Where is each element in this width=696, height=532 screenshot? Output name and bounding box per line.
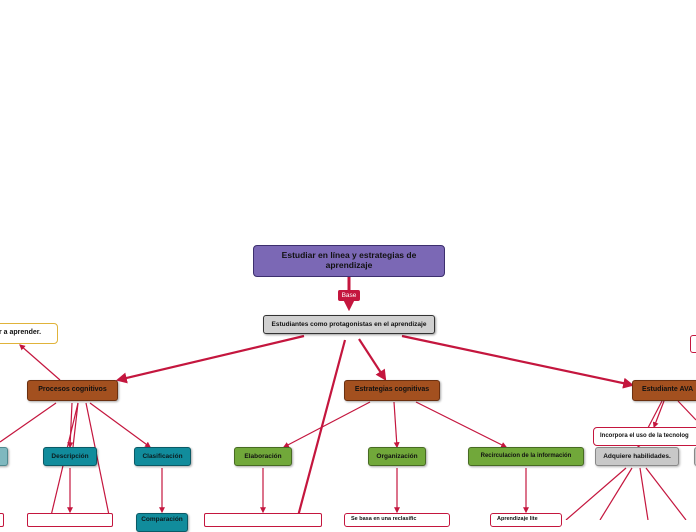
branch-procesos-label: Procesos cognitivos [38, 386, 107, 394]
node-elaboracion-label: Elaboración [244, 452, 282, 460]
node-aprender-label: r a aprender. [0, 329, 42, 337]
edge-central-estrategias [358, 338, 387, 381]
node-descripcion-label: Descripción [51, 452, 89, 460]
node-organizacion-detail-label: Se basa en una reclasific [351, 516, 417, 522]
node-elaboracion[interactable]: Elaboración [234, 447, 292, 466]
node-clasificacion[interactable]: Clasificación [134, 447, 191, 466]
node-right-partial[interactable] [694, 447, 696, 466]
edge-habilidades-2 [599, 467, 633, 520]
edge-estrategias-elaboracion [282, 401, 371, 448]
edge-habilidades-4 [645, 467, 687, 520]
node-organizacion-label: Organización [376, 452, 418, 460]
node-recirculacion-detail[interactable]: Aprendizaje lite [490, 513, 562, 527]
node-habilidades[interactable]: Adquiere habilidades. [595, 447, 679, 466]
branch-ava-label: Estudiante AVA [642, 386, 694, 394]
node-organizacion-detail[interactable]: Se basa en una reclasific [344, 513, 450, 527]
node-right-partial-top[interactable] [690, 335, 696, 353]
edge-central-ava [401, 334, 635, 389]
node-habilidades-label: Adquiere habilidades. [603, 452, 671, 460]
branch-estrategias-cognitivas[interactable]: Estrategias cognitivas [344, 380, 440, 401]
node-clasificacion-label: Clasificación [142, 452, 183, 460]
central-node[interactable]: Estudiantes como protagonistas en el apr… [263, 315, 435, 334]
central-node-label: Estudiantes como protagonistas en el apr… [271, 320, 427, 328]
node-recirculacion[interactable]: Recirculacion de la información [468, 447, 584, 466]
edge-estrategias-organizacion [393, 401, 400, 449]
edge-habilidades-1 [565, 467, 627, 520]
edge-procesos-down2 [85, 402, 111, 520]
edge-procesos-learn [19, 344, 61, 381]
node-comparacion[interactable]: Comparación [136, 513, 188, 532]
branch-estrategias-label: Estrategias cognitivas [354, 386, 430, 394]
link-label-base[interactable]: Base [338, 290, 360, 301]
edge-ava-tecnologia [652, 400, 665, 429]
node-descripcion-detail[interactable] [27, 513, 113, 527]
node-left-partial[interactable] [0, 447, 8, 466]
node-aprender[interactable]: r a aprender. [0, 323, 58, 344]
node-recirculacion-label: Recirculacion de la información [480, 453, 572, 460]
node-elaboracion-detail[interactable] [204, 513, 322, 527]
edge-habilidades-3 [639, 467, 649, 520]
node-tecnologia-label: Incorpora el uso de la tecnolog [600, 433, 689, 440]
edge-central-procesos [115, 334, 305, 384]
edge-procesos-clasificacion [89, 402, 151, 448]
node-recirculacion-detail-label: Aprendizaje lite [497, 516, 538, 522]
branch-estudiante-ava[interactable]: Estudiante AVA [632, 380, 696, 401]
node-organizacion[interactable]: Organización [368, 447, 426, 466]
branch-procesos-cognitivos[interactable]: Procesos cognitivos [27, 380, 118, 401]
node-far-left-detail[interactable] [0, 513, 4, 527]
node-tecnologia[interactable]: Incorpora el uso de la tecnolog [593, 427, 696, 446]
link-label-text: Base [341, 292, 357, 299]
root-node-label: Estudiar en línea y estrategias de apren… [281, 250, 417, 270]
edge-procesos-left [0, 402, 57, 443]
edge-central-down [295, 339, 347, 520]
edge-ava-right [677, 400, 696, 421]
connector-layer [0, 277, 696, 520]
node-descripcion[interactable]: Descripción [43, 447, 97, 466]
edge-procesos-descripcion [67, 402, 74, 449]
edge-procesos-descripcion2 [72, 402, 79, 448]
edge-estrategias-recirculacion [415, 401, 508, 448]
root-node[interactable]: Estudiar en línea y estrategias de apren… [253, 245, 445, 277]
